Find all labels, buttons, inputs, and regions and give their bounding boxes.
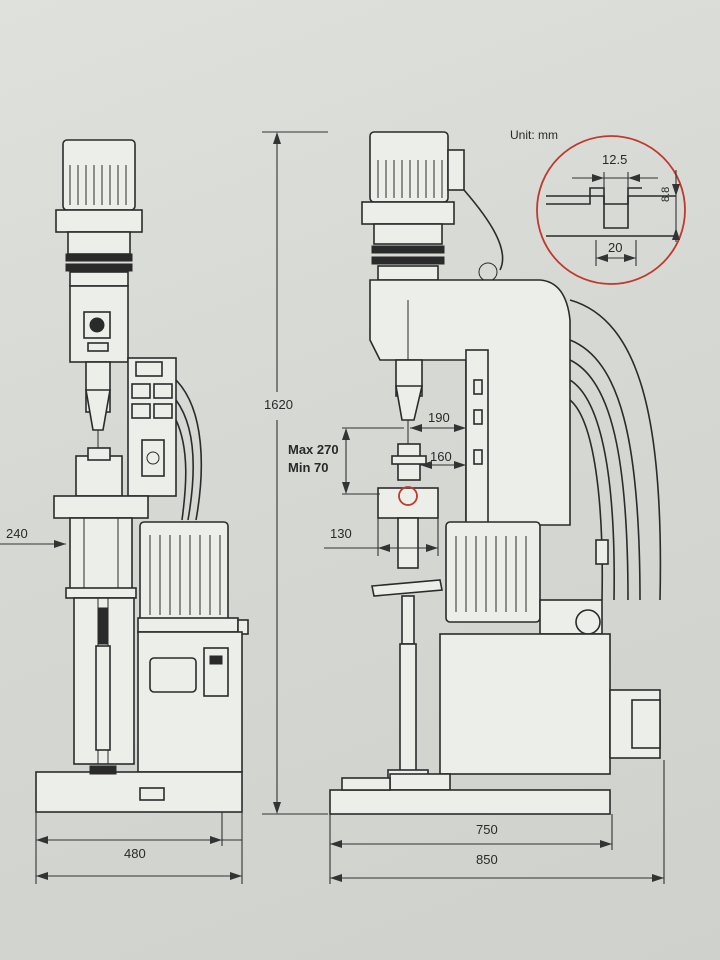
front-belt-ring (65, 253, 133, 262)
handwheel (371, 579, 443, 597)
side-base (329, 789, 611, 815)
front-top-motor (62, 139, 136, 211)
front-motor-flange (55, 209, 143, 233)
front-view (35, 139, 249, 813)
front-hydraulic-motor (139, 521, 229, 623)
dim-reach-160: 160 (430, 449, 452, 464)
dim-table-width: 130 (330, 526, 352, 541)
dim-front-width: 480 (124, 846, 146, 861)
tslot-bottom-width: 20 (608, 240, 623, 255)
side-work-table (377, 487, 439, 519)
unit-label: Unit: mm (510, 128, 558, 142)
front-switch-knob (89, 317, 105, 333)
dim-base-750: 750 (476, 822, 498, 837)
side-top-motor (369, 131, 449, 203)
dim-stroke-min: Min 70 (288, 460, 329, 475)
dim-reach-190: 190 (428, 410, 450, 425)
side-view (329, 131, 662, 815)
dim-height-total: 1620 (264, 397, 293, 412)
front-work-table (53, 495, 149, 519)
dim-front-offset: 240 (6, 526, 28, 541)
detail-circle (536, 135, 686, 285)
dim-stroke-max: Max 270 (288, 442, 339, 457)
tslot-depth: 8.8 (660, 186, 672, 202)
workpiece-marker (398, 486, 418, 506)
tslot-detail (536, 135, 686, 285)
front-tool (75, 455, 123, 497)
dimension-lines (0, 131, 665, 884)
front-base (35, 771, 243, 813)
tslot-top-width: 12.5 (602, 152, 628, 167)
side-oil-tank (439, 633, 611, 775)
dim-base-850: 850 (476, 852, 498, 867)
